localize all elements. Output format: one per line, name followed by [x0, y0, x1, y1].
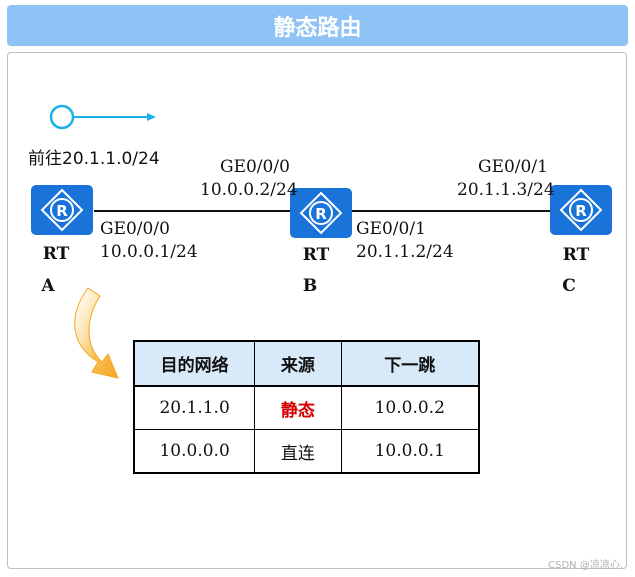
router-a-type: RT: [42, 244, 70, 264]
header-source: 来源: [254, 340, 342, 387]
router-c[interactable]: R: [550, 185, 612, 235]
cell-next-hop: 10.0.0.1: [340, 429, 480, 474]
destination-label: 前往20.1.1.0/24: [28, 149, 160, 169]
diagram-title: 静态路由: [7, 5, 628, 46]
router-a-interface: GE0/0/0: [100, 219, 170, 239]
cell-destination: 10.0.0.0: [133, 429, 256, 474]
curved-arrow-icon: [74, 287, 119, 379]
table-row: 20.1.1.0 静态 10.0.0.2: [133, 385, 480, 430]
router-b-right-ip: 20.1.1.2/24: [356, 242, 454, 262]
destination-circle-icon: [49, 104, 75, 130]
router-b-type: RT: [302, 245, 330, 265]
router-c-ip: 20.1.1.3/24: [457, 180, 555, 200]
router-icon: R: [299, 191, 343, 235]
router-c-name: C: [562, 276, 576, 296]
cell-next-hop: 10.0.0.2: [340, 385, 480, 430]
cell-source: 直连: [254, 429, 342, 474]
diagram-panel: [7, 52, 627, 569]
router-c-interface: GE0/0/1: [478, 157, 548, 177]
table-row: 10.0.0.0 直连 10.0.0.1: [133, 429, 480, 474]
router-b[interactable]: R: [290, 188, 352, 238]
svg-text:R: R: [56, 202, 68, 220]
router-b-left-ip: 10.0.0.2/24: [200, 180, 298, 200]
router-b-name: B: [302, 276, 318, 296]
router-icon: R: [40, 188, 84, 232]
watermark: CSDN @凉凉心.: [548, 560, 623, 571]
routing-table-header: 目的网络 来源 下一跳: [133, 340, 480, 387]
cell-destination: 20.1.1.0: [133, 385, 256, 430]
routing-table: 目的网络 来源 下一跳 20.1.1.0 静态 10.0.0.2 10.0.0.…: [133, 340, 480, 474]
svg-text:R: R: [575, 202, 587, 220]
router-c-type: RT: [562, 245, 590, 265]
header-destination: 目的网络: [133, 340, 256, 387]
router-a[interactable]: R: [31, 185, 93, 235]
router-a-ip: 10.0.0.1/24: [100, 242, 198, 262]
router-a-name: A: [41, 276, 55, 296]
router-b-right-interface: GE0/0/1: [356, 219, 426, 239]
router-icon: R: [559, 188, 603, 232]
header-next-hop: 下一跳: [340, 340, 480, 387]
router-b-left-interface: GE0/0/0: [220, 157, 290, 177]
svg-text:R: R: [315, 205, 327, 223]
destination-arrowhead-icon: [147, 113, 156, 121]
cell-source: 静态: [254, 385, 342, 430]
